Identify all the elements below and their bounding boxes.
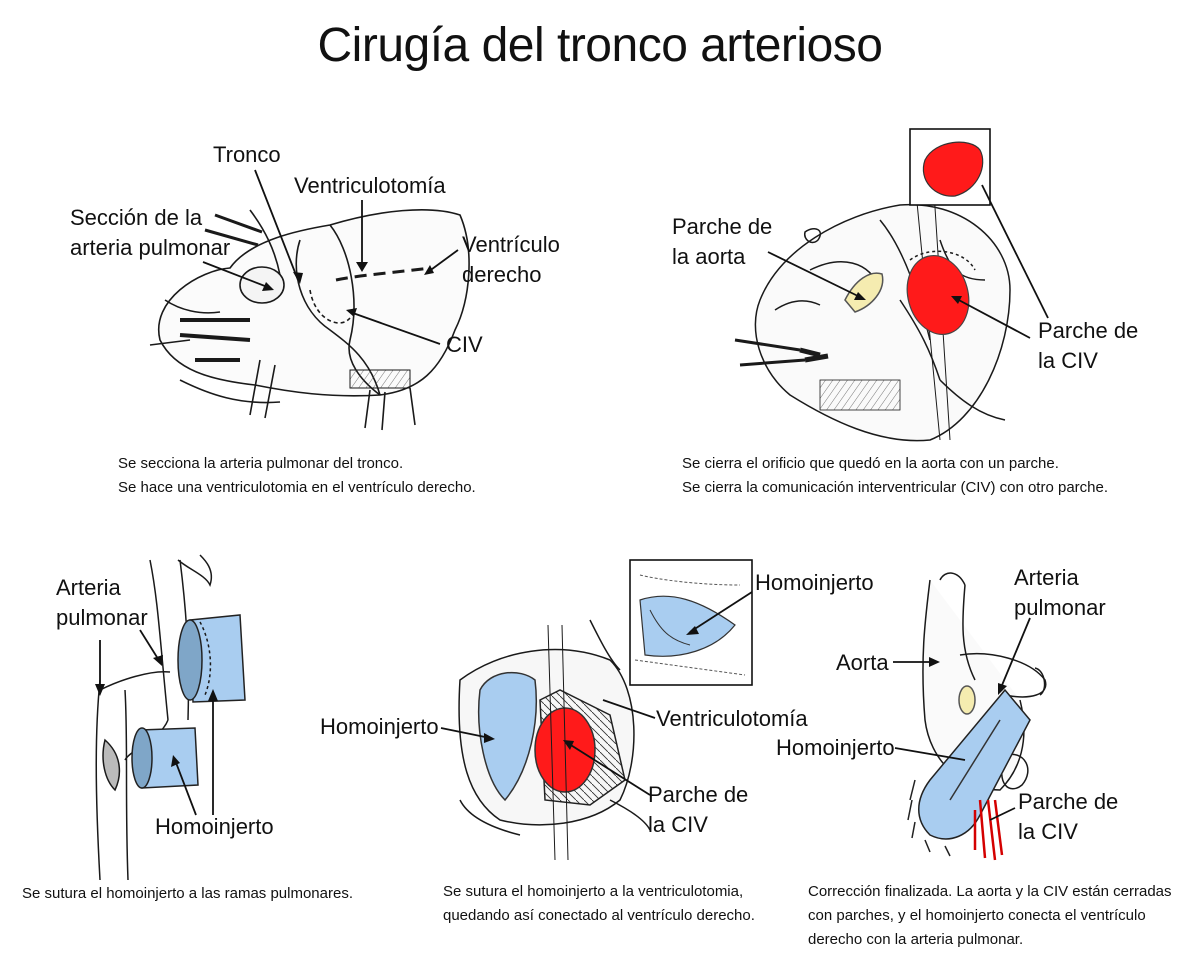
label-parche-aorta-line1: Parche de <box>672 214 773 239</box>
panel2-arrowheads <box>854 292 962 304</box>
panel4-caption: Se sutura el homoinjerto a la ventriculo… <box>443 880 755 928</box>
label-ventriculotomia: Ventriculotomía <box>656 706 808 731</box>
page-title: Cirugía del tronco arterioso <box>317 19 883 72</box>
label-homoinjerto-inset: Homoinjerto <box>755 570 874 595</box>
panel3-arrowheads <box>95 655 218 767</box>
label-parche-civ-line2: la CIV <box>1038 348 1098 373</box>
label-arteria-line1: Arteria <box>56 575 121 600</box>
label-seccion-line1: Sección de la <box>70 205 203 230</box>
panel5-caption: Corrección finalizada. La aorta y la CIV… <box>808 880 1172 952</box>
label-ventriculotomia: Ventriculotomía <box>294 173 446 198</box>
panel4-inset <box>629 559 753 686</box>
label-parche-civ-line1: Parche de <box>1038 318 1139 343</box>
label-parche-civ-line2: la CIV <box>648 812 708 837</box>
panel2-inset <box>909 128 991 206</box>
panel1-arrowheads <box>262 262 434 317</box>
panel5-caption-line1: Corrección finalizada. La aorta y la CIV… <box>808 883 1172 900</box>
label-parche-civ-line1: Parche de <box>1018 789 1119 814</box>
panel4-caption-line1: Se sutura el homoinjerto a la ventriculo… <box>443 883 744 900</box>
label-homoinjerto-left: Homoinjerto <box>320 714 439 739</box>
label-aorta: Aorta <box>836 650 889 675</box>
panel3-caption: Se sutura el homoinjerto a las ramas pul… <box>22 882 353 906</box>
label-arteria-line2: pulmonar <box>1014 595 1106 620</box>
panel2-caption: Se cierra el orificio que quedó en la ao… <box>682 452 1108 500</box>
label-civ: CIV <box>446 332 483 357</box>
label-arteria-line2: pulmonar <box>56 605 148 630</box>
label-homoinjerto: Homoinjerto <box>776 735 895 760</box>
panel5-caption-line2: con parches, y el homoinjerto conecta el… <box>808 907 1146 924</box>
label-ventriculo-line2: derecho <box>462 262 542 287</box>
panel3-illustration <box>95 554 246 881</box>
panel4-illustration <box>458 619 651 861</box>
panel5-leader-lines <box>893 617 1031 821</box>
label-homoinjerto: Homoinjerto <box>155 814 274 839</box>
panel2-caption-line2: Se cierra la comunicación interventricul… <box>682 479 1109 496</box>
panel2-leader-lines <box>767 184 1049 339</box>
panel1-caption-line2: Se hace una ventriculotomia en el ventrí… <box>118 479 476 496</box>
panel3-caption-line1: Se sutura el homoinjerto a las ramas pul… <box>22 885 353 902</box>
panel4-caption-line2: quedando así conectado al ventrículo der… <box>443 907 755 924</box>
label-ventriculo-line1: Ventrículo <box>462 232 560 257</box>
panel5-arrowheads <box>929 657 1007 695</box>
label-parche-civ-line1: Parche de <box>648 782 749 807</box>
label-parche-aorta-line2: la aorta <box>672 244 746 269</box>
panel4-arrowheads <box>484 626 699 750</box>
panel4-leader-lines <box>440 591 753 796</box>
panel5-illustration <box>907 572 1047 861</box>
panel3-leader-lines <box>99 629 214 816</box>
label-seccion-line2: arteria pulmonar <box>70 235 231 260</box>
label-parche-civ-line2: la CIV <box>1018 819 1078 844</box>
panel2-surgical-illustration <box>734 129 1011 442</box>
panel1-caption: Se secciona la arteria pulmonar del tron… <box>118 452 476 500</box>
label-tronco: Tronco <box>213 142 281 167</box>
panel1-heart-illustration <box>149 209 470 431</box>
panel2-caption-line1: Se cierra el orificio que quedó en la ao… <box>682 455 1059 472</box>
panel5-caption-line3: derecho con la arteria pulmonar. <box>808 931 1024 948</box>
label-arteria-line1: Arteria <box>1014 565 1079 590</box>
panel1-caption-line1: Se secciona la arteria pulmonar del tron… <box>118 455 404 472</box>
panel1-leader-lines <box>202 169 459 345</box>
